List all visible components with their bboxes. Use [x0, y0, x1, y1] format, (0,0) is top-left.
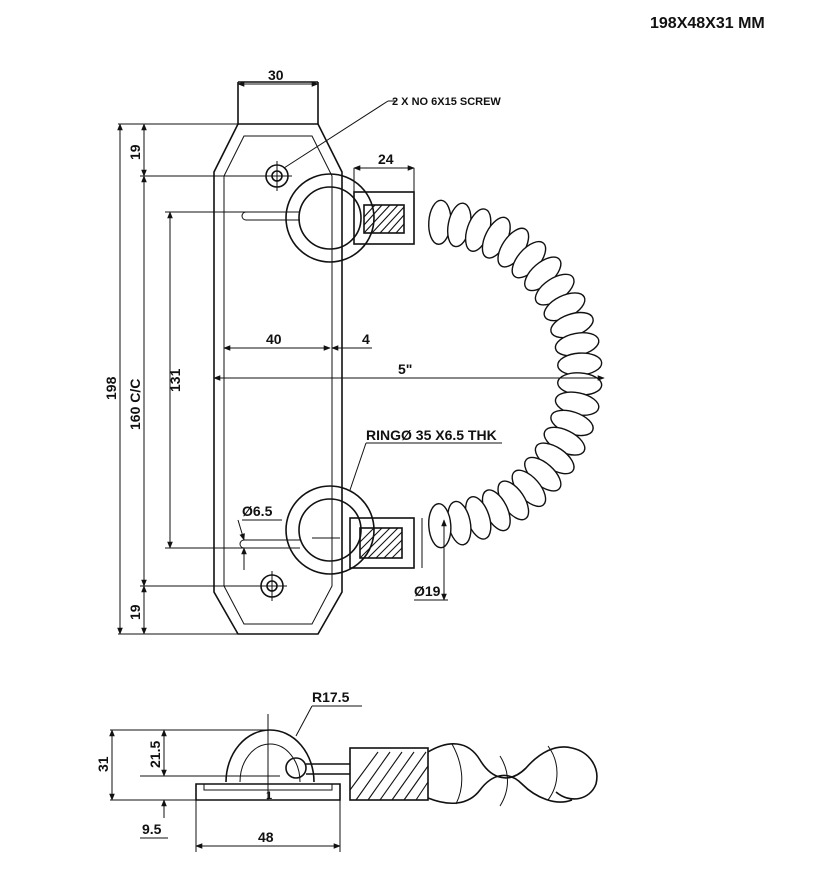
dim-height: 31 [95, 756, 111, 772]
side-view [195, 714, 598, 807]
dim-ring-height: 21.5 [147, 741, 163, 768]
side-view-dimensions: R17.5 31 21.5 9.5 48 1 [95, 689, 362, 852]
dim-centre-to-centre: 160 C/C [127, 379, 143, 430]
drawing-title: 198X48X31 MM [650, 15, 765, 32]
dim-hole-dia: Ø6.5 [242, 503, 273, 519]
dim-top-gap: 19 [127, 144, 143, 160]
mounting-plate [213, 81, 343, 635]
bottom-rope-block [349, 517, 423, 569]
dim-reach: 5" [398, 361, 412, 377]
dim-rope-span: 131 [167, 368, 183, 392]
dim-block-width: 24 [378, 151, 394, 167]
rope-handle [428, 199, 603, 549]
dim-small-gap: 4 [362, 331, 370, 347]
dim-bottom-gap: 19 [127, 604, 143, 620]
dim-overall-length: 198 [103, 376, 119, 400]
dim-plate-to-ring: 40 [266, 331, 282, 347]
dim-radius: R17.5 [312, 689, 350, 705]
base-marker: 1 [266, 790, 272, 802]
top-rope-block [353, 191, 415, 245]
ring-note: RINGØ 35 X6.5 THK [366, 427, 497, 443]
dim-rope-dia: Ø19 [414, 583, 441, 599]
front-view-dimensions: 30 2 X NO 6X15 SCREW 24 198 19 160 C/C 1… [103, 67, 605, 635]
top-ring [285, 173, 375, 263]
bottom-ring [285, 485, 375, 575]
dim-top-width: 30 [268, 67, 284, 83]
dim-base-thk: 9.5 [142, 821, 162, 837]
dim-base-width: 48 [258, 829, 274, 845]
screw-note: 2 X NO 6X15 SCREW [392, 96, 501, 108]
